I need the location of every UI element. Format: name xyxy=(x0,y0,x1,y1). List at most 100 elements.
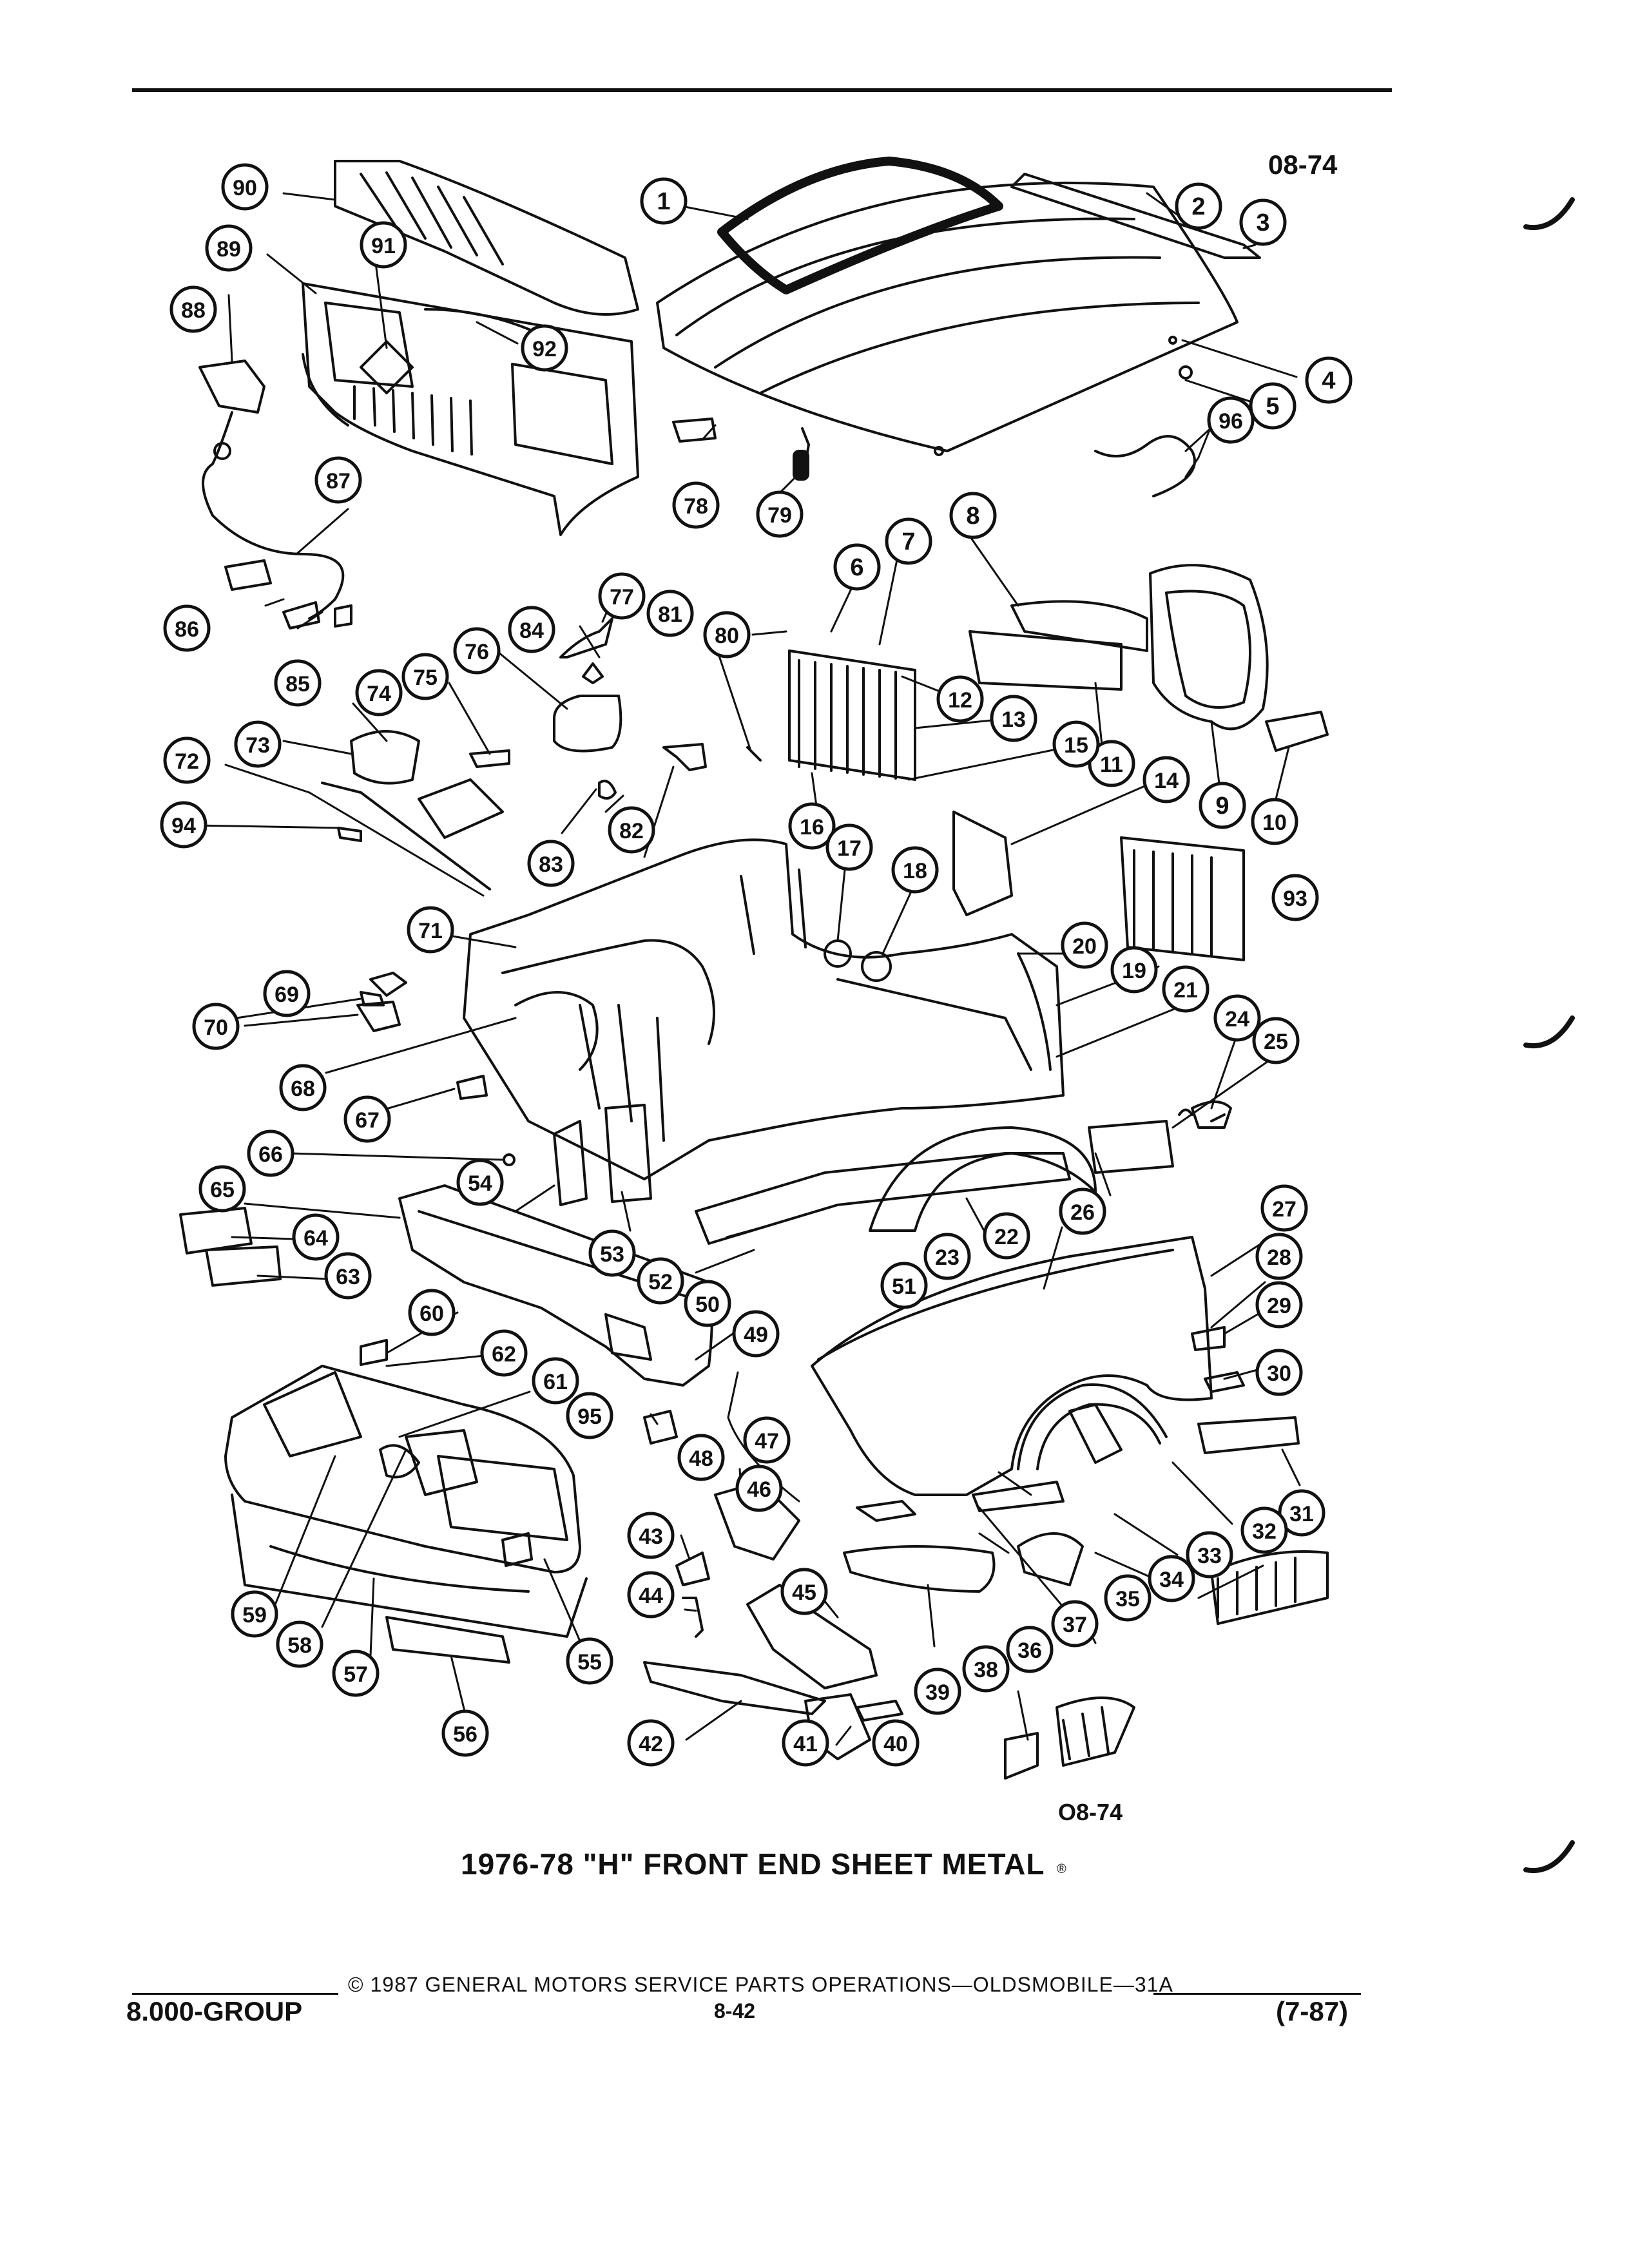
callout-number: 71 xyxy=(418,919,443,943)
callout-57: 57 xyxy=(332,1649,380,1697)
callout-75: 75 xyxy=(401,653,449,700)
callout-circle xyxy=(234,720,282,768)
callout-circle xyxy=(221,163,269,211)
callout-circle xyxy=(936,675,984,723)
callout-number: 31 xyxy=(1289,1502,1314,1526)
callout-77: 77 xyxy=(598,572,646,620)
binder-mark-bottom xyxy=(1523,1840,1575,1874)
callout-number: 4 xyxy=(1322,367,1335,394)
callout-circle xyxy=(1255,1281,1303,1329)
callout-3: 3 xyxy=(1239,198,1287,246)
callout-79: 79 xyxy=(756,490,804,538)
callout-circle xyxy=(949,492,997,539)
callout-number: 24 xyxy=(1225,1007,1249,1032)
callout-circle xyxy=(169,285,217,333)
callout-circle xyxy=(407,906,454,954)
callout-number: 82 xyxy=(619,819,644,843)
callout-number: 47 xyxy=(755,1429,779,1454)
callout-number: 19 xyxy=(1122,959,1146,983)
callout-36: 36 xyxy=(1006,1626,1054,1673)
callout-circle xyxy=(872,1719,920,1767)
callout-circle xyxy=(508,606,555,653)
callout-number: 88 xyxy=(181,298,206,323)
callout-circle xyxy=(588,1229,636,1277)
callout-94: 94 xyxy=(160,801,207,849)
callout-number: 63 xyxy=(336,1265,360,1289)
callout-circle xyxy=(401,653,449,700)
callout-circle xyxy=(247,1129,294,1177)
support-brackets-drawing xyxy=(643,1113,1226,1760)
callout-number: 94 xyxy=(171,814,196,838)
callout-20: 20 xyxy=(1061,921,1108,969)
callout-number: 78 xyxy=(684,494,708,519)
grille-drawing xyxy=(302,160,639,536)
callout-circle xyxy=(332,1649,380,1697)
callout-number: 33 xyxy=(1197,1544,1222,1568)
callout-circle xyxy=(566,1392,613,1439)
callout-circle xyxy=(192,1003,240,1050)
callout-circle xyxy=(782,1719,829,1767)
callout-number: 89 xyxy=(217,237,241,262)
callout-number: 43 xyxy=(639,1524,663,1549)
figure-title: 1976-78 "H" FRONT END SHEET METAL xyxy=(461,1847,1045,1881)
callout-21: 21 xyxy=(1162,965,1210,1013)
callout-circle xyxy=(1186,1531,1233,1579)
callout-39: 39 xyxy=(914,1667,961,1715)
callout-circle xyxy=(292,1213,340,1261)
callout-circle xyxy=(1175,182,1222,230)
callout-number: 91 xyxy=(371,234,396,258)
callout-circle xyxy=(274,659,322,707)
callout-number: 7 xyxy=(901,528,915,555)
callout-25: 25 xyxy=(1252,1017,1300,1064)
callout-number: 67 xyxy=(355,1108,380,1133)
callout-number: 11 xyxy=(1100,753,1123,777)
callout-circle xyxy=(198,1165,246,1213)
callout-number: 3 xyxy=(1256,209,1269,236)
callout-circle xyxy=(1240,1506,1288,1554)
callout-55: 55 xyxy=(566,1637,613,1685)
callout-28: 28 xyxy=(1255,1233,1303,1280)
callout-14: 14 xyxy=(1142,756,1190,803)
callout-number: 46 xyxy=(747,1477,771,1502)
revision-date: (7-87) xyxy=(1276,1996,1349,2026)
callout-circle xyxy=(163,604,211,652)
callout-number: 75 xyxy=(413,666,438,690)
callout-2: 2 xyxy=(1175,182,1222,230)
callout-number: 10 xyxy=(1262,811,1287,835)
callout-47: 47 xyxy=(743,1416,791,1464)
callout-circle xyxy=(1239,198,1287,246)
callout-number: 45 xyxy=(792,1581,816,1605)
callout-42: 42 xyxy=(627,1719,675,1767)
callout-66: 66 xyxy=(247,1129,294,1177)
callout-59: 59 xyxy=(231,1590,278,1638)
callout-number: 35 xyxy=(1115,1587,1140,1611)
callout-number: 26 xyxy=(1070,1200,1095,1225)
callout-9: 9 xyxy=(1199,782,1246,829)
callout-number: 93 xyxy=(1283,887,1307,911)
callout-number: 20 xyxy=(1072,934,1097,959)
callout-6: 6 xyxy=(833,543,881,591)
callout-circle xyxy=(1162,965,1210,1013)
callout-number: 61 xyxy=(543,1370,568,1394)
callout-number: 6 xyxy=(850,554,863,581)
callout-circle xyxy=(521,324,568,372)
callout-56: 56 xyxy=(441,1709,489,1757)
callout-58: 58 xyxy=(276,1620,323,1668)
callout-68: 68 xyxy=(279,1064,327,1111)
callout-85: 85 xyxy=(274,659,322,707)
callout-circle xyxy=(833,543,881,591)
callout-number: 90 xyxy=(233,176,257,200)
callout-number: 59 xyxy=(242,1603,267,1628)
callout-circle xyxy=(885,517,932,565)
callout-65: 65 xyxy=(198,1165,246,1213)
callout-32: 32 xyxy=(1240,1506,1288,1554)
callout-91: 91 xyxy=(360,221,407,269)
callout-80: 80 xyxy=(703,611,751,658)
callout-number: 30 xyxy=(1267,1361,1291,1386)
callout-51: 51 xyxy=(880,1262,928,1309)
callout-37: 37 xyxy=(1051,1600,1099,1648)
callout-19: 19 xyxy=(1110,946,1158,994)
callout-number: 80 xyxy=(715,624,739,648)
callout-87: 87 xyxy=(314,456,362,504)
callout-number: 23 xyxy=(935,1245,959,1270)
